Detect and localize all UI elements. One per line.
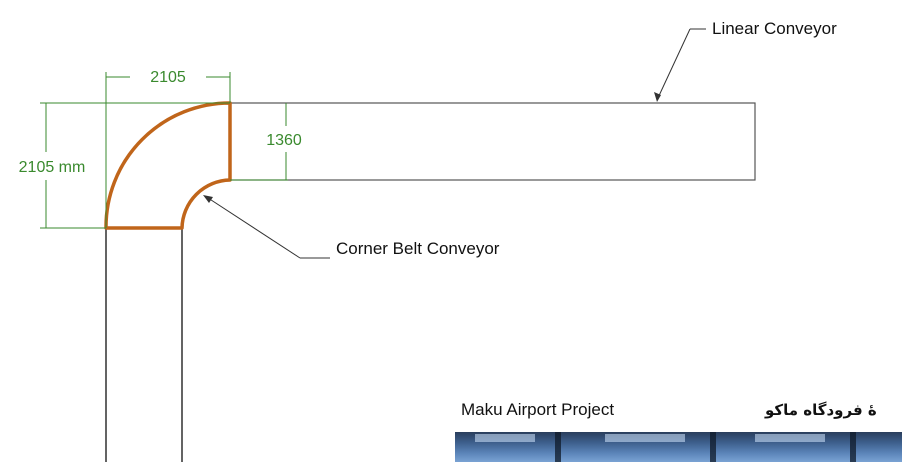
- corner-belt-conveyor-label: Corner Belt Conveyor: [336, 239, 500, 258]
- corner-belt-conveyor: [104, 101, 232, 230]
- airport-photo: [455, 432, 902, 462]
- linear-callout-arrow-line: [656, 28, 691, 101]
- top-dimension: [105, 72, 231, 228]
- dimension-inner-label: 1360: [266, 132, 302, 149]
- corner-callout-arrowhead: [203, 195, 213, 203]
- inner-dimension: [230, 103, 288, 181]
- linear-conveyor: [229, 102, 756, 181]
- linear-conveyor-label: Linear Conveyor: [712, 19, 837, 38]
- project-title-persian: ۀ فرودگاه ماکو: [765, 401, 877, 419]
- corner-callout-arrow-line: [204, 195, 301, 259]
- linear-callout-arrowhead: [654, 92, 661, 102]
- project-title-english: Maku Airport Project: [461, 400, 615, 419]
- dimension-left-label: 2105 mm: [19, 159, 86, 176]
- left-dimension: [40, 102, 230, 229]
- dimension-top-label: 2105: [150, 69, 186, 86]
